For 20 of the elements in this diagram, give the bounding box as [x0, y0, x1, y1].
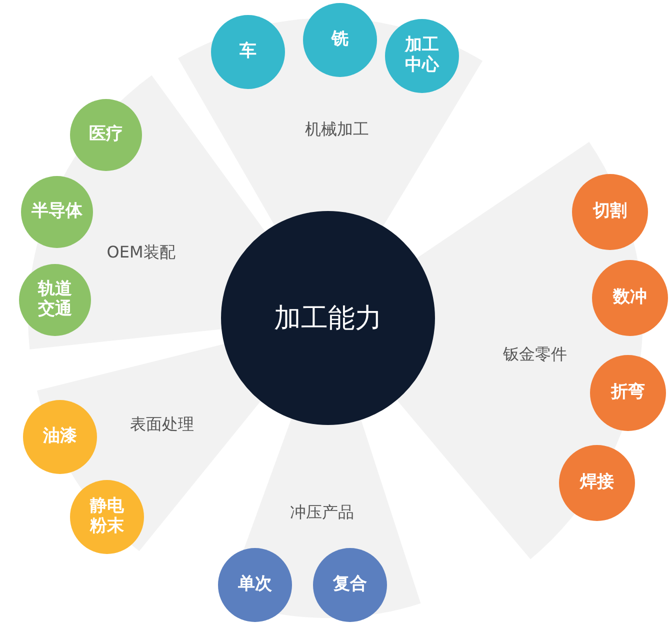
category-label: 轨道交通	[37, 280, 73, 320]
category-label: 复合	[333, 575, 367, 595]
category-label: 医疗	[89, 125, 123, 145]
category-label: 单次	[238, 575, 272, 595]
category-label: 静电粉末	[89, 497, 125, 537]
center-label: 加工能力	[274, 302, 382, 336]
category-label: 加工中心	[404, 36, 440, 76]
category-label: 折弯	[611, 383, 645, 403]
sector-label: 表面处理	[130, 414, 194, 436]
category-label: 焊接	[580, 473, 614, 493]
category-label: 半导体	[32, 202, 82, 222]
category-label: 数冲	[613, 288, 647, 308]
sector-label: 机械加工	[305, 120, 369, 140]
sector-label: 钣金零件	[503, 344, 567, 366]
category-label: 切割	[593, 202, 627, 222]
sector-label: OEM装配	[106, 242, 176, 264]
sector-label: 冲压产品	[290, 502, 354, 524]
category-label: 铣	[332, 30, 348, 50]
category-label: 车	[240, 42, 256, 62]
category-label: 油漆	[43, 427, 77, 447]
